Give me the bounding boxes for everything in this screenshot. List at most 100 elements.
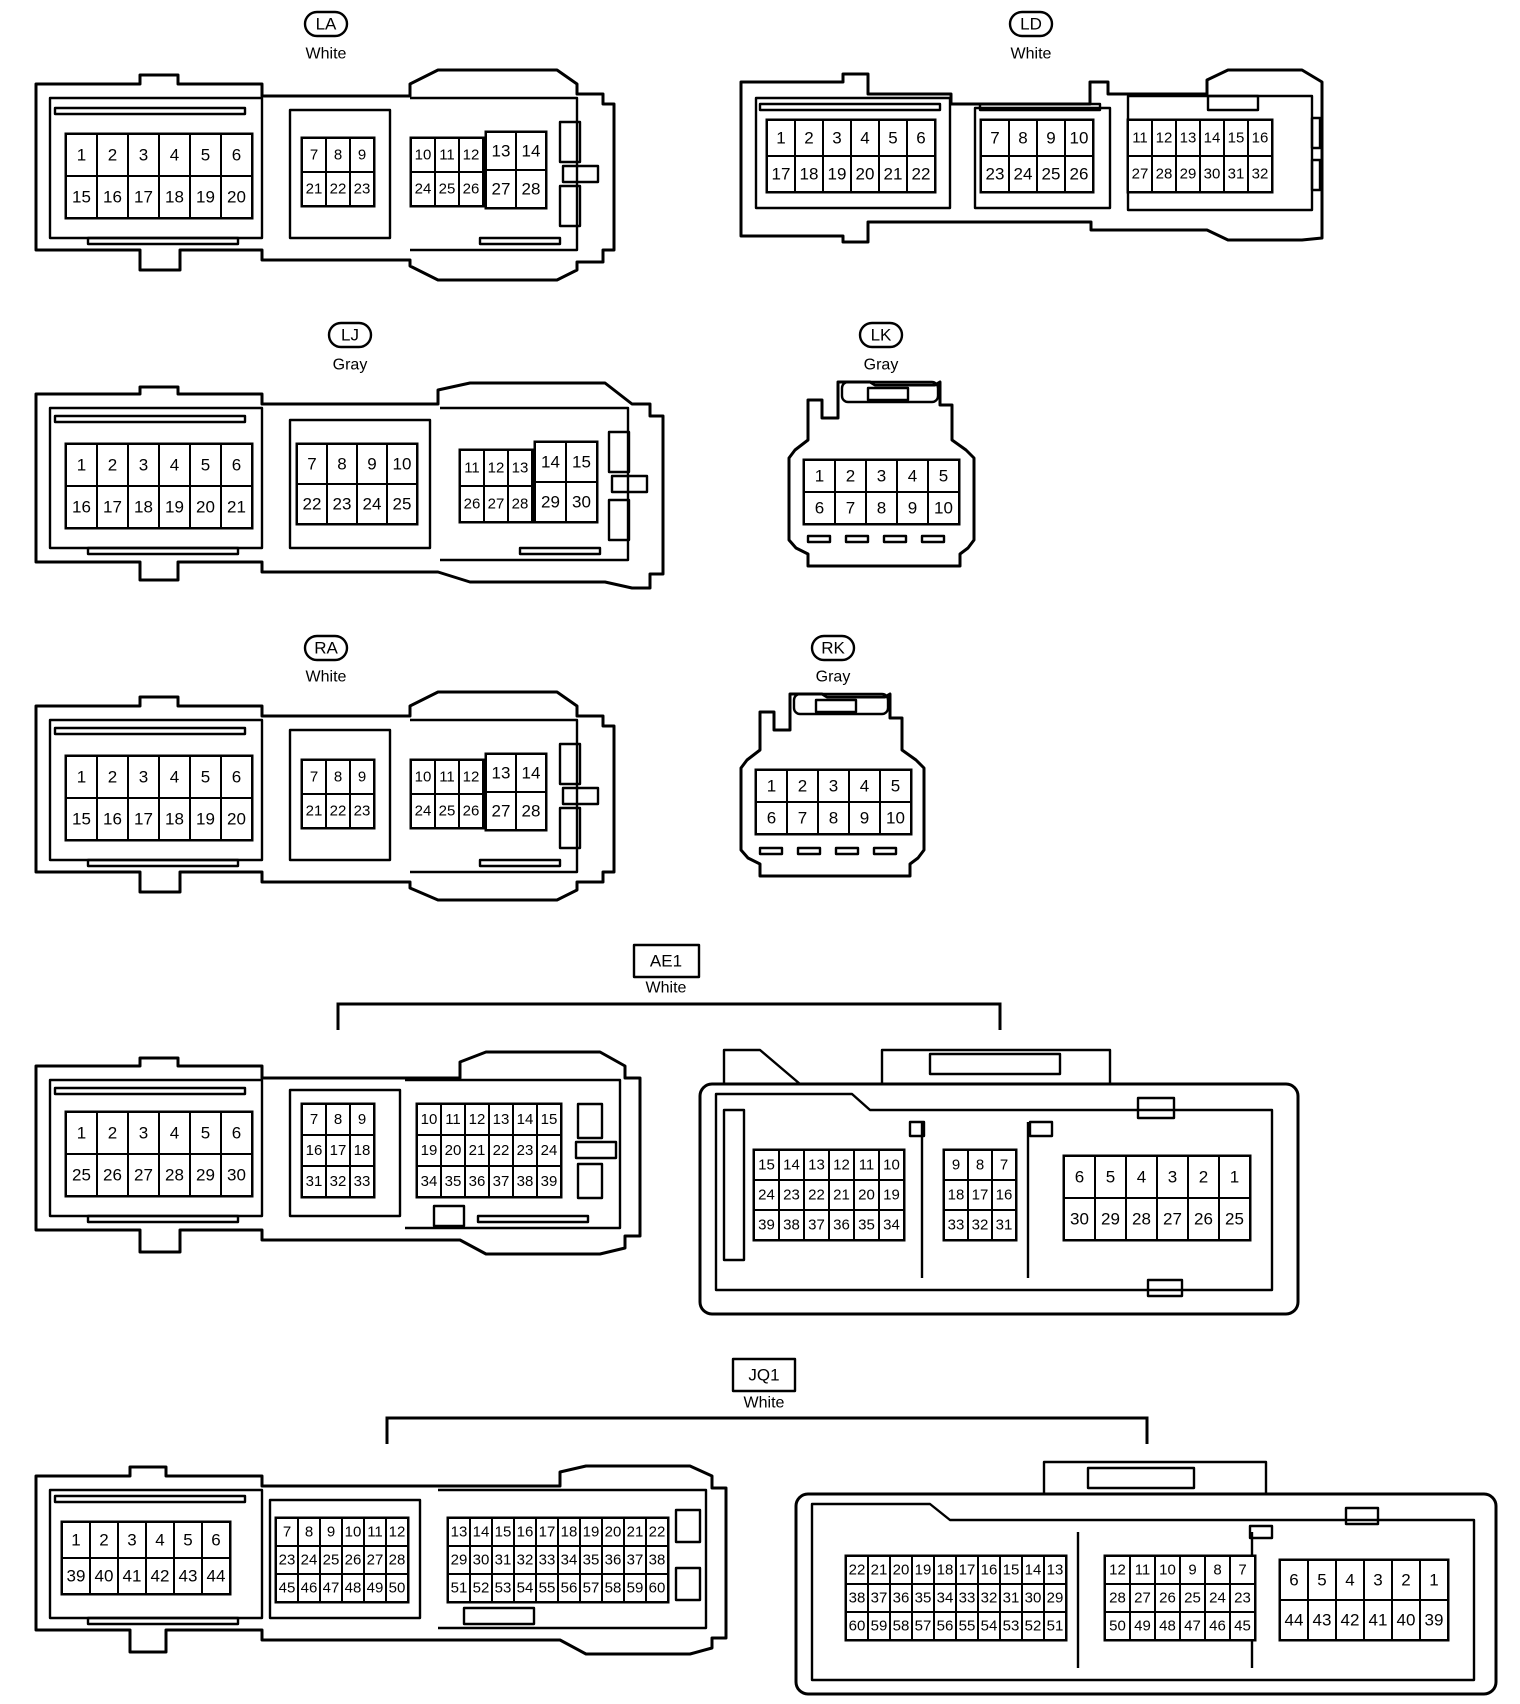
pin-cell: [1036, 155, 1066, 193]
pin-number: 10: [393, 455, 412, 474]
pin-number: 18: [800, 165, 819, 184]
pin-number: 5: [183, 1531, 192, 1550]
pin-cell: [440, 1134, 466, 1167]
pin-cell: [1218, 1155, 1251, 1199]
pin-number: 3: [139, 146, 148, 165]
pin-number: 33: [948, 1217, 965, 1234]
pin-cell: [1419, 1559, 1449, 1601]
pin-number: 29: [196, 1166, 215, 1185]
connector-body-LJ: [34, 381, 665, 590]
pin-number: 6: [232, 146, 241, 165]
connector-body-LK: [787, 380, 976, 568]
pin-cell: [458, 759, 484, 795]
pin-cell: [326, 443, 358, 485]
pin-number: 13: [492, 142, 511, 161]
pin-number: 23: [986, 165, 1005, 184]
connector-code-AE1: AE1: [650, 952, 682, 971]
pin-number: 29: [451, 1552, 468, 1569]
connector-color-AE1: White: [646, 980, 687, 997]
pin-number: 5: [201, 768, 210, 787]
pin-number: 20: [196, 498, 215, 517]
pin-number: 21: [306, 181, 323, 198]
pin-number: 17: [134, 810, 153, 829]
pin-number: 14: [1025, 1562, 1042, 1579]
pin-number: 12: [469, 1111, 486, 1128]
pin-number: 20: [445, 1142, 462, 1159]
pin-number: 2: [108, 146, 117, 165]
pin-cell: [127, 1111, 160, 1155]
pin-cell: [1125, 1155, 1158, 1199]
pin-number: 1: [767, 777, 776, 796]
pin-number: 27: [1134, 1590, 1151, 1607]
pin-cell: [301, 171, 327, 207]
pin-number: 45: [279, 1580, 296, 1597]
pin-number: 23: [354, 181, 371, 198]
pin-cell: [817, 801, 850, 835]
pin-number: 8: [1018, 129, 1027, 148]
pin-number: 5: [939, 467, 948, 486]
pin-number: 19: [165, 498, 184, 517]
pin-number: 15: [72, 188, 91, 207]
pin-number: 20: [856, 165, 875, 184]
pin-cell: [61, 1557, 91, 1595]
pin-number: 24: [415, 803, 432, 820]
pin-number: 49: [367, 1580, 384, 1597]
connector-color-RK: Gray: [816, 669, 851, 686]
pin-number: 25: [1184, 1590, 1201, 1607]
pin-number: 3: [139, 456, 148, 475]
label-LA: LA White: [303, 10, 349, 63]
pin-number: 20: [858, 1187, 875, 1204]
pin-cell: [117, 1557, 147, 1595]
pin-number: 38: [649, 1552, 666, 1569]
pin-cell: [201, 1521, 231, 1559]
pin-number: 39: [67, 1567, 86, 1586]
pin-number: 20: [893, 1562, 910, 1579]
pin-number: 31: [495, 1552, 512, 1569]
pin-number: 36: [469, 1173, 486, 1190]
pin-number: 4: [1345, 1571, 1354, 1590]
pin-number: 26: [1159, 1590, 1176, 1607]
pin-number: 9: [367, 455, 376, 474]
pin-number: 32: [972, 1217, 989, 1234]
pin-cell: [1187, 1197, 1220, 1241]
pin-cell: [1363, 1559, 1393, 1601]
pin-number: 25: [72, 1166, 91, 1185]
pin-number: 4: [170, 146, 179, 165]
pin-number: 31: [1228, 166, 1245, 183]
pin-cell: [565, 481, 598, 523]
pin-cell: [65, 443, 98, 487]
connector-color-LK: Gray: [864, 357, 899, 374]
pin-cell: [1151, 155, 1177, 193]
pin-number: 39: [541, 1173, 558, 1190]
pin-number: 12: [389, 1524, 406, 1541]
pin-number: 13: [492, 764, 511, 783]
pin-number: 17: [103, 498, 122, 517]
pin-number: 9: [860, 809, 869, 828]
pin-number: 18: [937, 1562, 954, 1579]
connector-body-AE1-left: [34, 1050, 642, 1256]
pin-number: 2: [108, 768, 117, 787]
pin-number: 24: [301, 1552, 318, 1569]
pin-number: 4: [1137, 1168, 1146, 1187]
pin-number: 36: [893, 1590, 910, 1607]
pin-cell: [878, 155, 908, 193]
pin-number: 18: [165, 188, 184, 207]
pin-cell: [349, 1165, 375, 1198]
connector-code-JQ1: JQ1: [748, 1366, 779, 1385]
pin-cell: [464, 1103, 490, 1136]
pin-cell: [356, 483, 388, 525]
pin-number: 29: [541, 493, 560, 512]
pin-cell: [1204, 1555, 1231, 1585]
pin-number: 18: [948, 1187, 965, 1204]
pin-cell: [853, 1179, 880, 1211]
pin-cell: [349, 1103, 375, 1136]
pin-cell: [201, 1557, 231, 1595]
pin-cell: [96, 1153, 129, 1197]
pin-number: 1: [815, 467, 824, 486]
pin-number: 37: [493, 1173, 510, 1190]
